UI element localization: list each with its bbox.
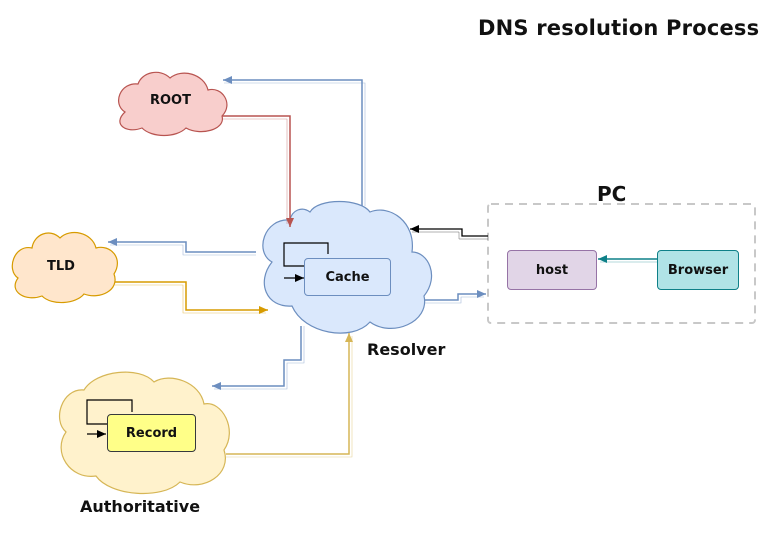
browser-box: Browser	[657, 250, 739, 290]
tld-cloud	[11, 231, 118, 304]
edge-authoritative-to-resolver	[226, 333, 353, 455]
record-box: Record	[107, 414, 196, 452]
edge-tld-to-resolver	[115, 281, 268, 314]
edge-resolver-to-root	[223, 76, 363, 206]
root-label: ROOT	[150, 93, 191, 108]
pc-label: PC	[597, 182, 627, 206]
authoritative-label: Authoritative	[80, 497, 201, 516]
cache-self-loop	[283, 242, 329, 267]
resolver-label: Resolver	[367, 340, 446, 359]
tld-label: TLD	[47, 259, 75, 274]
record-self-loop	[86, 399, 133, 425]
edge-resolver-to-authoritative	[212, 326, 302, 390]
edge-root-to-resolver	[222, 115, 294, 227]
diagram-title: DNS resolution Process	[478, 16, 759, 40]
edge-resolver-to-tld	[108, 238, 256, 253]
pc-container	[487, 203, 756, 324]
root-cloud	[118, 71, 228, 137]
host-box: host	[507, 250, 597, 290]
edge-resolver-to-pc	[424, 290, 486, 301]
edge-pc-to-resolver	[410, 225, 488, 237]
cache-box: Cache	[304, 258, 391, 296]
